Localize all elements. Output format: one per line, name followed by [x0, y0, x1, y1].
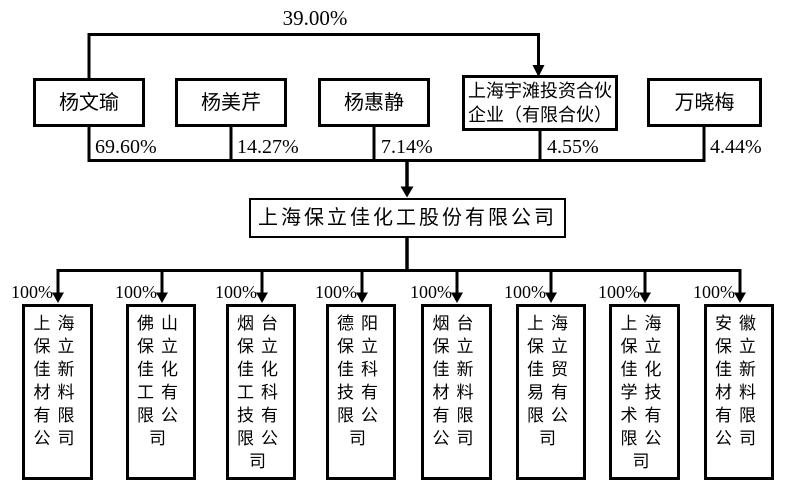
shareholder-box-yanghuijing: 杨惠静	[318, 78, 430, 127]
arrowhead-partnership	[532, 65, 545, 77]
subsidiary-pct-label-2: 100%	[115, 282, 157, 302]
shareholder-box-yutan-partnership: 上海宇滩投资合伙企业（有限合伙）	[462, 75, 618, 131]
arrowhead-parent	[400, 186, 414, 198]
subsidiary-pct-label-8: 100%	[693, 282, 735, 302]
subsidiary-box-8: 安徽保立佳新材料有限公司	[704, 304, 774, 480]
ownership-pct-label-1: 69.60%	[95, 136, 157, 158]
subsidiary-pct-label-1: 100%	[11, 282, 53, 302]
ownership-pct-label-3: 7.14%	[381, 136, 433, 158]
cross-holding-pct-label: 39.00%	[282, 6, 348, 30]
subsidiary-box-6: 上海保立佳贸易有限公司	[516, 304, 586, 480]
subsidiary-box-5: 烟台保立佳新材料有限公司	[421, 304, 492, 480]
ownership-pct-label-4: 4.55%	[547, 136, 599, 158]
arrowhead-sub-7	[639, 292, 651, 303]
shareholder-box-wanxiaomei: 万晓梅	[647, 78, 762, 127]
subsidiary-pct-label-6: 100%	[504, 282, 546, 302]
shareholder-box-yangwenyu: 杨文瑜	[33, 78, 145, 127]
subsidiary-box-7: 上海保立佳化学技术有限公司	[609, 304, 680, 480]
arrowhead-sub-8	[734, 292, 746, 303]
arrowhead-sub-2	[156, 292, 168, 303]
arrowhead-sub-5	[451, 292, 463, 303]
subsidiary-pct-label-5: 100%	[410, 282, 452, 302]
subsidiary-box-2: 佛山保立佳化工有限公司	[126, 304, 196, 480]
subsidiary-box-3: 烟台保立佳化工科技有限公司	[226, 304, 296, 480]
parent-company-box: 上海保立佳化工股份有限公司	[249, 198, 566, 238]
arrowhead-sub-1	[52, 292, 64, 303]
subsidiary-pct-label-3: 100%	[215, 282, 257, 302]
subsidiary-box-1: 上海保立佳新材料有限公司	[22, 304, 93, 480]
arrowhead-sub-3	[256, 292, 268, 303]
ownership-pct-label-2: 14.27%	[237, 136, 299, 158]
shareholder-box-yangmeiqin: 杨美芹	[175, 78, 287, 127]
subsidiary-box-4: 德阳保立佳科技有限公司	[326, 304, 396, 480]
arrowhead-sub-4	[356, 292, 368, 303]
subsidiary-pct-label-7: 100%	[598, 282, 640, 302]
arrowhead-sub-6	[545, 292, 557, 303]
ownership-pct-label-5: 4.44%	[710, 136, 762, 158]
subsidiary-pct-label-4: 100%	[315, 282, 357, 302]
